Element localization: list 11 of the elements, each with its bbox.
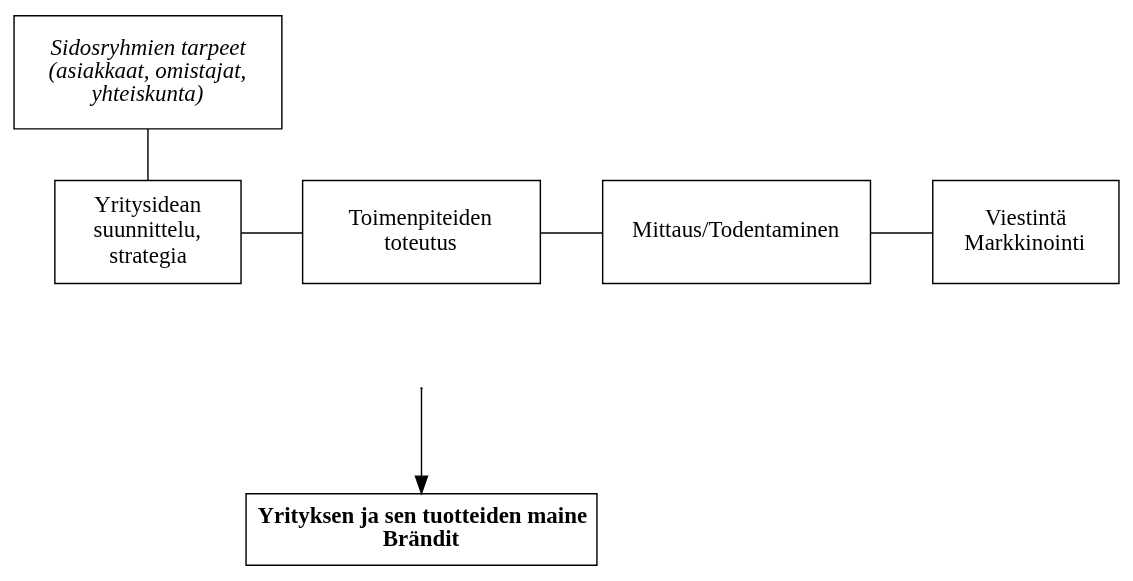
node-box: Sidosryhmien tarpeet (asiakkaat, omistajat, yhteiskunta) <box>13 15 283 130</box>
connector <box>240 232 304 234</box>
connector <box>539 232 604 234</box>
connector <box>869 232 934 234</box>
node-box: Mittaus/Todentaminen <box>601 179 872 285</box>
node-box: Yrityksen ja sen tuotteiden maine Brändit <box>245 492 598 566</box>
node-box: Yritysidean suunnittelu, strategia <box>54 179 242 285</box>
connector <box>147 128 149 181</box>
arrow <box>414 388 429 496</box>
node-box: Viestintä Markkinointi <box>932 179 1120 285</box>
node-box: Toimenpiteiden toteutus <box>301 179 542 285</box>
